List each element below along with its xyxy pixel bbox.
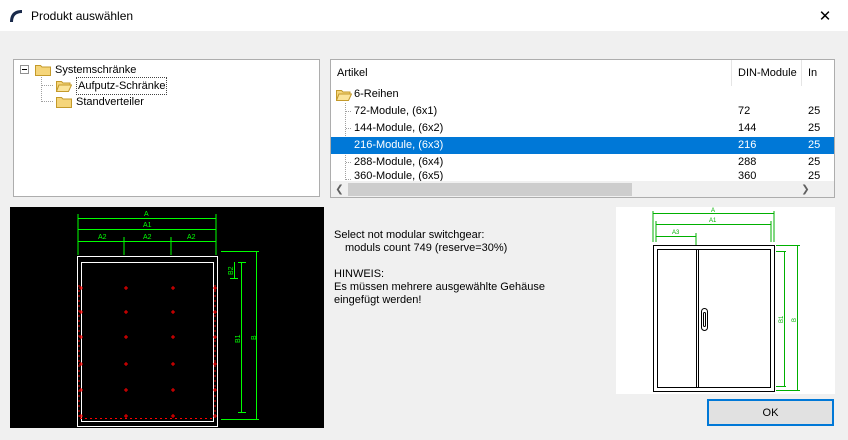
table-row[interactable]: 288-Module, (6x4) 288 25 (354, 156, 821, 168)
folder-icon (56, 97, 72, 108)
scroll-right-icon[interactable]: ❯ (801, 184, 810, 195)
info-line: moduls count 749 (reserve=30%) (345, 242, 508, 254)
horizontal-scrollbar[interactable]: ❮ ❯ (331, 181, 834, 197)
mounting-point-marks (79, 286, 217, 418)
cad-preview-front: A A1 A2 A2 A2 B B1 B2 (10, 207, 324, 428)
tree-item-standverteiler[interactable]: Standverteiler (56, 94, 144, 110)
info-line: Es müssen mehrere ausgewählte Gehäuse (334, 281, 545, 293)
dim-label-b1: B1 (779, 315, 785, 323)
tree-item-label: Aufputz-Schränke (76, 77, 168, 95)
article-list[interactable]: Artikel DIN-Module In 6-Reihen 72-Module… (330, 59, 835, 198)
dim-label-a1: A1 (143, 222, 152, 229)
tree-item-aufputz-schraenke[interactable]: Aufputz-Schränke (56, 77, 168, 95)
cad-preview-door: A A1 A3 B B1 (616, 207, 835, 394)
dim-label-a3: A3 (672, 230, 680, 236)
close-button[interactable]: ✕ (802, 0, 848, 31)
column-header-artikel[interactable]: Artikel (331, 60, 732, 86)
cad-drawing: A A1 A2 A2 A2 B B1 B2 (77, 211, 259, 427)
product-tree[interactable]: Systemschränke Aufputz-Schränke Standver… (13, 59, 320, 197)
column-header-in[interactable]: In (802, 60, 834, 86)
dim-label-a2: A2 (187, 234, 196, 241)
tree-collapse-toggle[interactable] (20, 65, 29, 74)
info-line: eingefügt werden! (334, 294, 422, 306)
ok-button[interactable]: OK (707, 399, 834, 426)
app-logo-icon (8, 8, 24, 24)
dim-label-a: A (711, 208, 715, 214)
tree-lines (41, 75, 54, 102)
dim-label-a1: A1 (709, 218, 717, 224)
group-label: 6-Reihen (354, 88, 399, 100)
window-title: Produkt auswählen (31, 9, 134, 23)
table-row-selected[interactable]: 216-Module, (6x3) 216 25 (331, 137, 834, 154)
dim-label-b: B (792, 318, 798, 322)
dim-label-b1: B1 (235, 334, 242, 343)
dim-label-a2: A2 (98, 234, 107, 241)
dim-label-a2: A2 (143, 234, 152, 241)
group-row[interactable]: 6-Reihen (331, 86, 834, 103)
tree-item-systemschraenke[interactable]: Systemschränke (35, 62, 136, 78)
tree-item-label: Systemschränke (55, 64, 137, 76)
info-line: HINWEIS: (334, 268, 385, 280)
cad-drawing: A A1 A3 B B1 (652, 208, 800, 392)
folder-open-icon (56, 81, 72, 92)
dim-label-b: B (251, 335, 258, 340)
dim-label-b2: B2 (228, 266, 235, 275)
scrollbar-thumb[interactable] (348, 183, 632, 196)
folder-open-icon (336, 90, 352, 101)
folder-icon (35, 65, 51, 76)
tree-item-label: Standverteiler (76, 96, 144, 108)
column-header-din-module[interactable]: DIN-Module (732, 60, 802, 86)
dim-label-a: A (144, 211, 149, 218)
title-bar: Produkt auswählen ✕ (0, 0, 848, 31)
close-icon: ✕ (818, 7, 832, 25)
table-row[interactable]: 72-Module, (6x1) 72 25 (354, 105, 821, 117)
table-row[interactable]: 360-Module, (6x5) 360 25 (354, 171, 821, 181)
door-handle-icon (701, 308, 708, 331)
table-row[interactable]: 144-Module, (6x2) 144 25 (354, 122, 821, 134)
info-line: Select not modular switchgear: (334, 229, 485, 241)
selection-info: Select not modular switchgear: moduls co… (334, 229, 604, 307)
scroll-left-icon[interactable]: ❮ (335, 184, 344, 195)
